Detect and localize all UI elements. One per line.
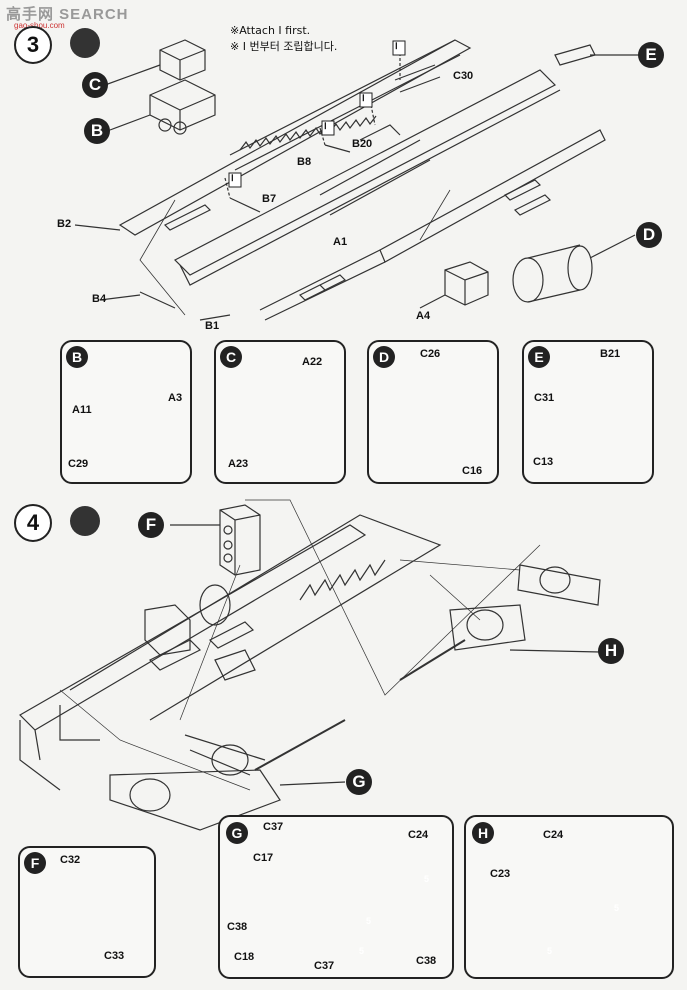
part-label: C33	[104, 950, 125, 962]
part-label: C37	[263, 821, 284, 833]
part-label: C24	[543, 829, 564, 841]
callout-e: E	[638, 42, 664, 68]
part-label: C13	[533, 456, 554, 468]
part-label: A1	[333, 236, 348, 248]
part-label: B2	[57, 218, 72, 230]
part-label: A11	[72, 404, 92, 416]
callout-g: G	[346, 769, 372, 795]
paint-number: 5	[547, 946, 553, 956]
subassembly-f-letter: F	[24, 852, 46, 874]
pencil-icon	[70, 506, 100, 536]
roman-marker: Ⅰ	[395, 41, 398, 51]
paint-number: 5	[614, 903, 620, 913]
watermark-sub: gao-shou.com	[14, 21, 65, 30]
callout-h: H	[598, 638, 624, 664]
part-label: B21	[600, 348, 621, 360]
subassembly-h-letter: H	[472, 822, 494, 844]
frame-rail-lower	[173, 69, 557, 276]
part-label: C29	[68, 458, 89, 470]
callout-c: C	[82, 72, 108, 98]
part-label: C16	[462, 465, 483, 477]
subassembly-d-letter: D	[373, 346, 395, 368]
subassembly-b-letter: B	[66, 346, 88, 368]
subassembly-g-letter: G	[226, 822, 248, 844]
note-attach-first-en: ※Attach Ⅰ first.	[230, 24, 311, 37]
roman-marker: Ⅰ	[231, 173, 234, 183]
roman-marker: Ⅰ	[324, 121, 327, 131]
subassembly-g	[218, 815, 454, 979]
part-label: C24	[408, 829, 429, 841]
subassembly-c-letter: C	[220, 346, 242, 368]
paint-number: 5	[359, 946, 365, 956]
part-label: A22	[302, 356, 323, 368]
part-label: B1	[205, 320, 220, 332]
part-label: A3	[168, 392, 183, 404]
part-label: B4	[92, 293, 107, 305]
watermark: 高手网 SEARCH	[6, 6, 129, 23]
subassembly-h	[464, 815, 674, 979]
part-label: C26	[420, 348, 441, 360]
part-label: B8	[297, 156, 312, 168]
frame-rail-upper	[118, 39, 472, 236]
note-attach-first-ko: ※ Ⅰ 번부터 조립합니다.	[230, 40, 338, 53]
paint-number: 5	[424, 874, 430, 884]
part-label: B7	[262, 193, 277, 205]
part-label: C17	[253, 852, 274, 864]
part-label: C37	[314, 960, 335, 972]
part-label: A23	[228, 458, 249, 470]
pencil-icon	[70, 28, 100, 58]
roman-marker: Ⅰ	[362, 93, 365, 103]
part-label: C18	[234, 951, 255, 963]
subassembly-e-letter: E	[528, 346, 550, 368]
callout-d: D	[636, 222, 662, 248]
part-label: C32	[60, 854, 81, 866]
step-number-3: 3	[14, 26, 52, 64]
part-label: C23	[490, 868, 511, 880]
step-number-4: 4	[14, 504, 52, 542]
part-label: A4	[416, 310, 431, 322]
callout-b: B	[84, 118, 110, 144]
part-label: C31	[534, 392, 555, 404]
paint-number: 5	[366, 916, 372, 926]
part-label: C30	[453, 70, 474, 82]
part-label: B20	[352, 138, 373, 150]
part-label: C38	[416, 955, 437, 967]
callout-f: F	[138, 512, 164, 538]
part-label: C38	[227, 921, 248, 933]
